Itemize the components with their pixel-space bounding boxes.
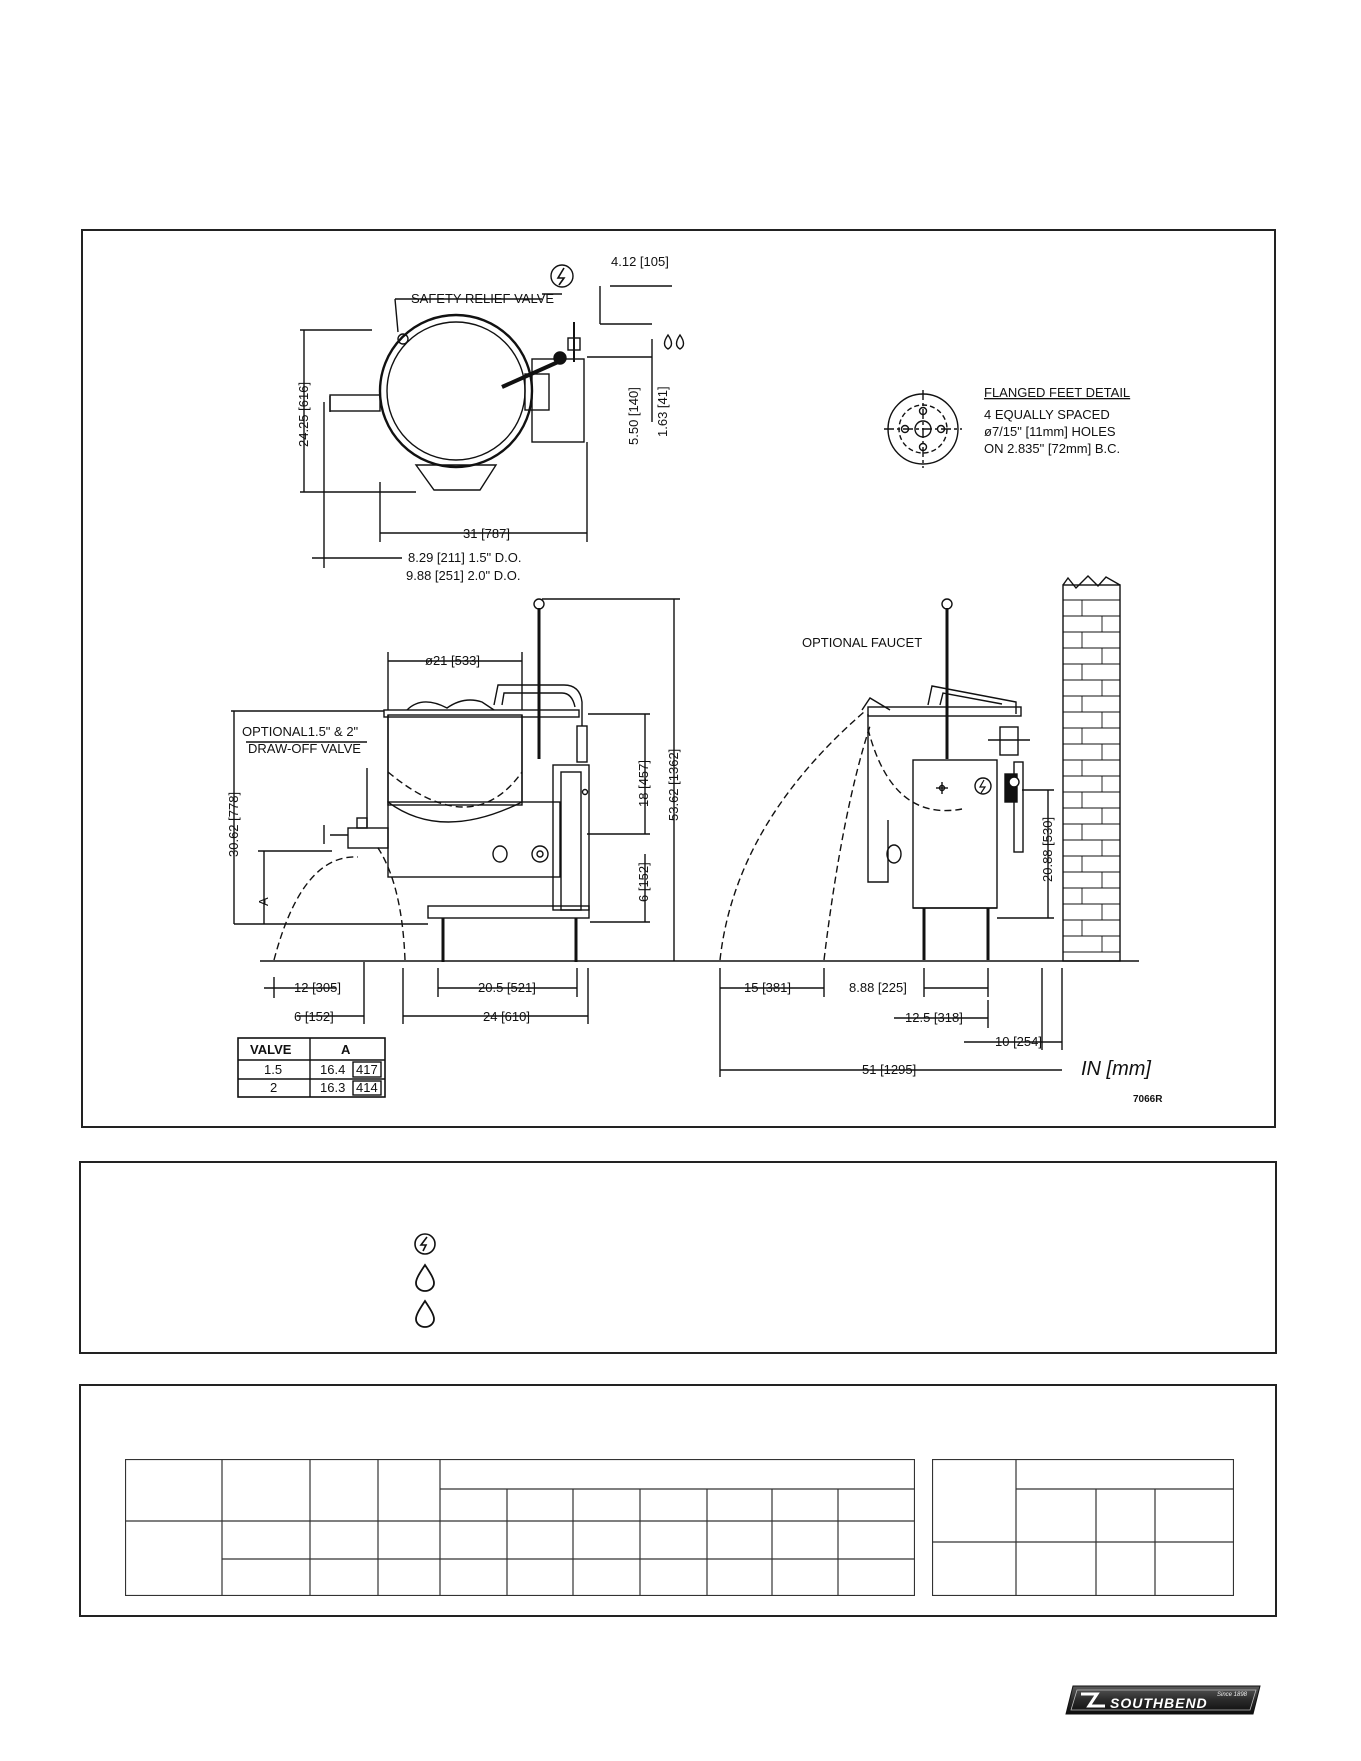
flanged-feet-line-3: ON 2.835" [72mm] B.C. (984, 441, 1120, 456)
dim-front-24: 24 [610] (483, 1009, 530, 1024)
utility-row-electrical (413, 1229, 437, 1259)
drawing-number: 7066R (1133, 1094, 1163, 1105)
dim-front-a: A (256, 897, 271, 906)
dim-top-pipe: 4.12 [105] (611, 254, 669, 269)
front-view (231, 598, 1139, 1024)
technical-drawing: SAFETY RELIEF VALVE 24.25 [616] 31 [787]… (226, 254, 1163, 1105)
flanged-feet-line-1: 4 EQUALLY SPACED (984, 407, 1110, 422)
draw-off-valve-label-2: DRAW-OFF VALVE (248, 741, 361, 756)
dim-side-10: 10 [254] (995, 1034, 1042, 1049)
dim-side-20-88: 20.88 [530] (1040, 817, 1055, 882)
dim-top-side-1: 5.50 [140] (626, 387, 641, 445)
utility-row-water-2 (413, 1299, 437, 1329)
dim-top-depth: 24.25 [616] (296, 382, 311, 447)
flanged-feet-detail (884, 390, 962, 468)
dim-front-20: 20.5 [521] (478, 980, 536, 995)
dim-front-diameter: ø21 [533] (425, 653, 480, 668)
water-drop-icon (415, 1299, 435, 1328)
valve-table-cell: 16.3 (320, 1080, 345, 1095)
top-view (300, 285, 672, 568)
specifications-panel (79, 1384, 1277, 1617)
utility-row-water-1 (413, 1263, 437, 1293)
valve-table-cell: 1.5 (264, 1062, 282, 1077)
dim-side-15: 15 [381] (744, 980, 791, 995)
brand-since: Since 1898 (1217, 1692, 1248, 1698)
dim-top-offset-1: 8.29 [211] 1.5" D.O. (408, 550, 522, 565)
dim-top-side-2: 1.63 [41] (655, 386, 670, 437)
brand-name: SOUTHBEND (1110, 1695, 1208, 1711)
dim-top-offset-2: 9.88 [251] 2.0" D.O. (406, 568, 520, 583)
units-label: IN [mm] (1081, 1058, 1151, 1080)
valve-table (237, 1037, 386, 1098)
valve-table-header-a: A (341, 1042, 351, 1057)
flanged-feet-title: FLANGED FEET DETAIL (984, 385, 1130, 400)
specs-table-left (125, 1459, 915, 1596)
electrical-icon (414, 1233, 436, 1255)
southbend-logo: Since 1898 SOUTHBEND (1065, 1685, 1261, 1715)
dim-front-18: 18 [457] (636, 760, 651, 807)
electrical-connection-marker (550, 264, 574, 288)
utility-connections-panel (79, 1161, 1277, 1354)
dim-front-6b: 6 [152] (294, 1009, 334, 1024)
water-connection-marker (663, 333, 685, 350)
flanged-feet-line-2: ø7/15" [11mm] HOLES (984, 424, 1116, 439)
dim-side-51: 51 [1295] (862, 1062, 916, 1077)
dim-top-width: 31 [787] (463, 526, 510, 541)
dim-front-12: 12 [305] (294, 980, 341, 995)
optional-faucet-label: OPTIONAL FAUCET (802, 635, 922, 650)
wall-section (1062, 575, 1121, 962)
valve-table-cell: 414 (356, 1080, 378, 1095)
dim-front-53: 53.62 [1362] (666, 749, 681, 821)
valve-table-cell: 417 (356, 1062, 378, 1077)
dim-front-height: 30.62 [778] (226, 792, 241, 857)
valve-table-cell: 2 (270, 1080, 277, 1095)
technical-drawing-panel: SAFETY RELIEF VALVE 24.25 [616] 31 [787]… (81, 229, 1276, 1128)
valve-table-header-valve: VALVE (250, 1042, 292, 1057)
safety-relief-valve-label: SAFETY RELIEF VALVE (411, 291, 554, 306)
draw-off-valve-label-1: OPTIONAL1.5" & 2" (242, 724, 359, 739)
water-drop-icon (415, 1263, 435, 1292)
side-view (719, 598, 1063, 1077)
dim-side-8-88: 8.88 [225] (849, 980, 907, 995)
specs-table-right (932, 1459, 1234, 1596)
dim-front-6: 6 [152] (636, 862, 651, 902)
dim-side-12-5: 12.5 [318] (905, 1010, 963, 1025)
valve-table-cell: 16.4 (320, 1062, 345, 1077)
